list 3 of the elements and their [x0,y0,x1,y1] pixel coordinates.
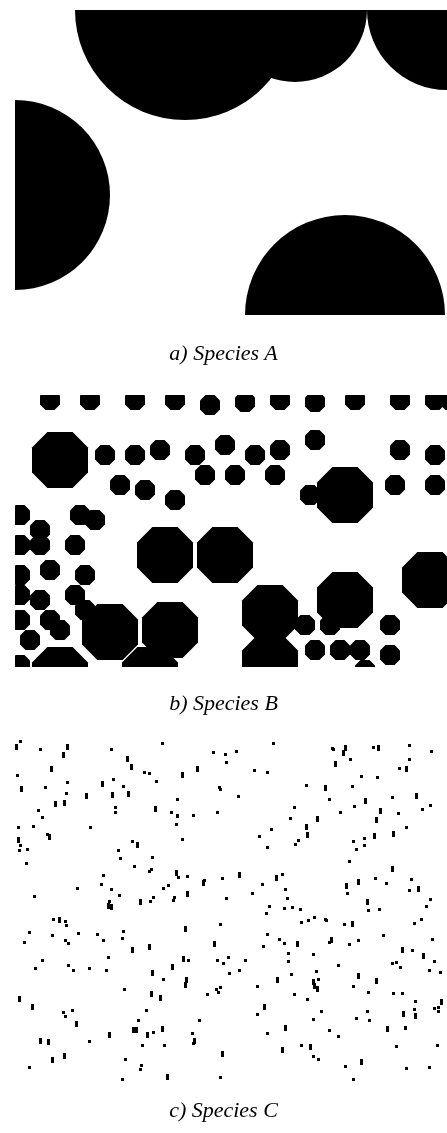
panel-caption: c) Species C [168,1097,279,1123]
panel-caption: a) Species A [168,340,279,366]
panel-caption: b) Species B [168,690,279,716]
